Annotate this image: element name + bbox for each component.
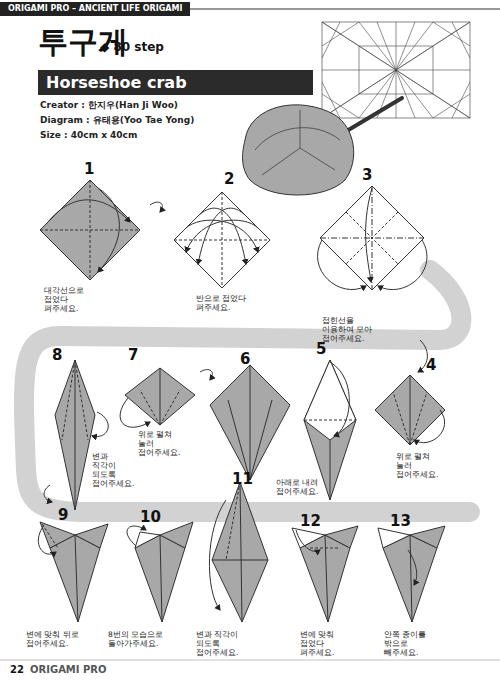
- step-number: 11: [232, 470, 253, 488]
- step-number: 10: [140, 508, 161, 526]
- step-note: 8번의 모습으로 돌아가주세요.: [108, 630, 176, 648]
- credit-line: Size : 40cm x 40cm: [40, 130, 137, 141]
- step-note: 안쪽 종이를 밖으로 빼주세요.: [384, 630, 442, 657]
- step-number: 7: [128, 346, 138, 364]
- step-number: 4: [426, 356, 436, 374]
- step-number: 2: [224, 170, 234, 188]
- step-note: 변에 맞춰 뒤로 접어주세요.: [26, 630, 80, 648]
- credit-line: Creator : 한지우(Han Ji Woo): [40, 100, 178, 111]
- step-number: 3: [362, 166, 372, 184]
- step-number: 6: [240, 350, 250, 368]
- step-number: 12: [300, 512, 321, 530]
- step-number: 13: [390, 512, 411, 530]
- footer-brand: ORIGAMI PRO: [30, 664, 107, 676]
- step-note: 변과 직각이 되도록 접어주세요.: [92, 452, 134, 488]
- credit-line: Diagram : 유태용(Yoo Tae Yong): [40, 115, 194, 126]
- step-note: 변과 직각이 되도록 접어주세요.: [196, 630, 260, 657]
- step-count: ◆ 80 step: [100, 40, 164, 54]
- step-number: 9: [58, 506, 68, 524]
- band-text: ORIGAMI PRO – ANCIENT LIFE ORIGAMI: [8, 4, 182, 14]
- step-note: 위로 펼쳐 눌러 접어주세요.: [138, 430, 188, 457]
- band-text: Horseshoe crab: [46, 73, 305, 92]
- step-number: 8: [52, 346, 62, 364]
- title-band: Horseshoe crab: [38, 70, 313, 95]
- step-note: 위로 펼쳐 눌러 접어주세요.: [396, 452, 442, 479]
- step-note: 아래로 내려 접어주세요.: [276, 478, 324, 496]
- step-note: 대각선으로 접었다 펴주세요.: [44, 286, 96, 313]
- step-note: 변에 맞춰 접었다 펴주세요.: [300, 630, 358, 657]
- page-number: 22: [10, 664, 24, 676]
- step-note: 접힌선을 이용하여 모아 접어주세요.: [322, 316, 382, 343]
- header-bar: ORIGAMI PRO – ANCIENT LIFE ORIGAMI: [0, 2, 190, 16]
- step-number: 1: [84, 160, 94, 178]
- step-note: 반으로 접었다 펴주세요.: [196, 294, 252, 312]
